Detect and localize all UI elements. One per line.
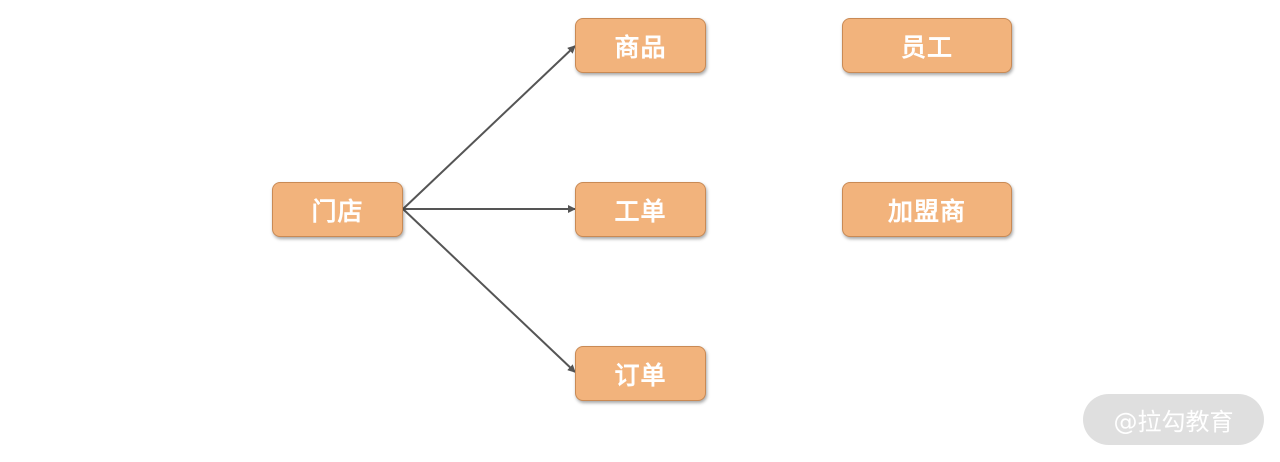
node-store: 门店 bbox=[272, 182, 403, 237]
node-product-label: 商品 bbox=[614, 32, 667, 62]
arrow-store-to-product bbox=[402, 45, 576, 210]
node-order-label: 订单 bbox=[614, 360, 667, 390]
node-franchise-label: 加盟商 bbox=[887, 196, 966, 226]
node-franchise: 加盟商 bbox=[842, 182, 1012, 237]
arrow-store-to-order bbox=[402, 208, 576, 373]
node-product: 商品 bbox=[575, 18, 706, 73]
node-work-order-label: 工单 bbox=[614, 196, 667, 226]
node-order: 订单 bbox=[575, 346, 706, 401]
watermark-text: @拉勾教育 bbox=[1113, 408, 1234, 436]
node-staff: 员工 bbox=[842, 18, 1012, 73]
watermark: @拉勾教育 bbox=[1083, 394, 1264, 445]
node-staff-label: 员工 bbox=[900, 32, 953, 62]
node-work-order: 工单 bbox=[575, 182, 706, 237]
node-store-label: 门店 bbox=[311, 196, 364, 226]
